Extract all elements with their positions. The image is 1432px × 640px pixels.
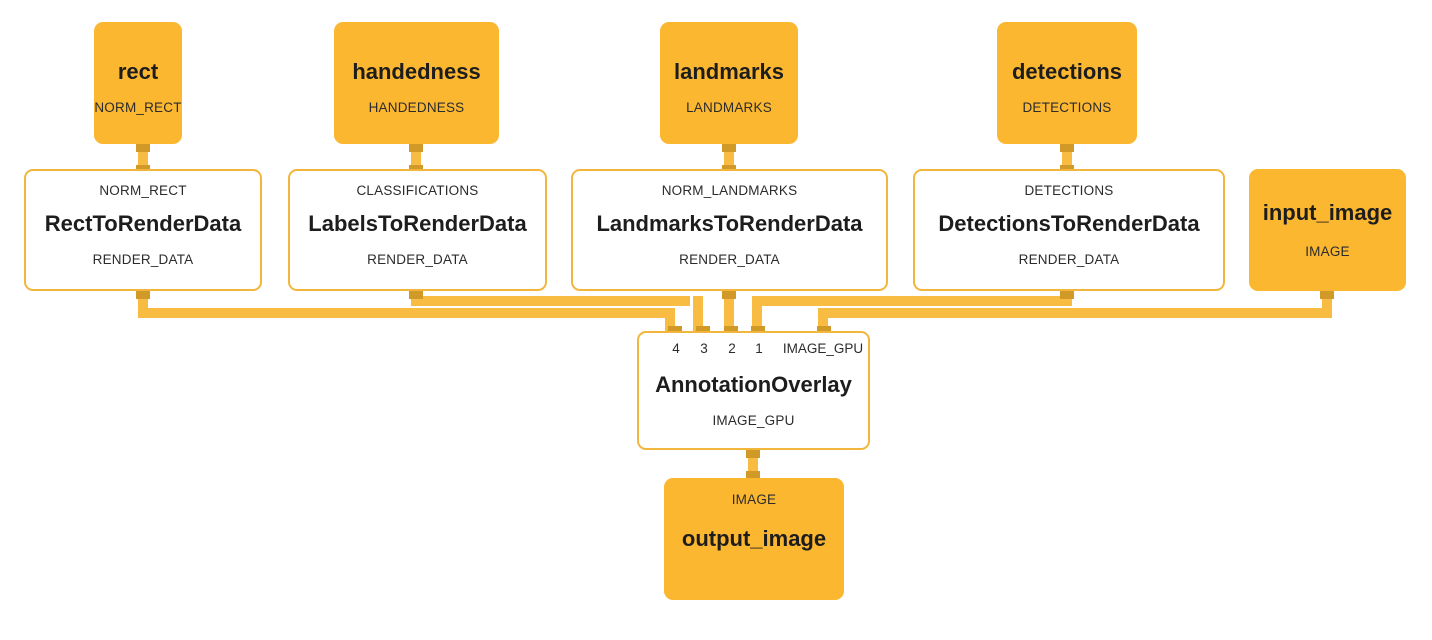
node-landmarks-title: landmarks [673,59,785,84]
node-annotationoverlay[interactable]: AnnotationOverlay IMAGE_GPU [637,331,870,450]
node-handedness-stream-label: HANDEDNESS [368,100,465,116]
wire-inputimage-seg-h [818,308,1332,318]
wire-landmarks-render-to-port2 [724,290,734,332]
node-annotationoverlay-output-label: IMAGE_GPU [712,413,795,429]
node-input-image-title: input_image [1262,200,1393,226]
node-labelstorenderdata-title: LabelsToRenderData [308,211,527,236]
node-recttorenderdata[interactable]: NORM_RECT RectToRenderData RENDER_DATA [24,169,262,291]
node-recttorenderdata-title: RectToRenderData [44,211,242,236]
wire-inputimage-seg-v2 [818,308,828,332]
wire-annotationoverlay-to-outputimage [748,450,758,485]
node-labelstorenderdata-input-label: CLASSIFICATIONS [356,183,479,198]
node-recttorenderdata-input-label: NORM_RECT [99,183,187,198]
wire-inputimage-seg-v1 [1322,290,1332,318]
wire-detections-render-seg-v2 [752,296,762,332]
annotationoverlay-input-label-3: 3 [700,341,708,356]
wire-labels-render-seg-v2 [693,296,703,332]
node-output-image-stream-label: IMAGE [731,492,777,507]
node-input-image-stream-label: IMAGE [1305,243,1350,259]
node-output-image-title: output_image [681,526,827,551]
node-detectionstorenderdata-output-label: RENDER_DATA [1018,252,1120,268]
node-landmarkstorenderdata-input-label: NORM_LANDMARKS [661,183,798,198]
node-annotationoverlay-title: AnnotationOverlay [655,372,852,397]
node-detections-stream-label: DETECTIONS [1022,100,1112,116]
node-landmarks[interactable]: landmarks LANDMARKS [660,22,798,144]
node-output-image[interactable]: IMAGE output_image [664,478,844,600]
annotationoverlay-input-label-2: 2 [728,341,736,356]
node-detectionstorenderdata[interactable]: DETECTIONS DetectionsToRenderData RENDER… [913,169,1225,291]
node-rect[interactable]: rect NORM_RECT [94,22,182,144]
node-landmarkstorenderdata-output-label: RENDER_DATA [679,252,780,268]
wire-rect-to-recttorenderdata [138,144,148,178]
wire-rect-render-seg-v1 [138,290,148,318]
node-detectionstorenderdata-title: DetectionsToRenderData [938,211,1200,236]
node-rect-stream-label: NORM_RECT [94,100,182,116]
wire-rect-render-seg-v2 [665,308,675,332]
node-labelstorenderdata[interactable]: CLASSIFICATIONS LabelsToRenderData RENDE… [288,169,547,291]
wire-rect-render-seg-h [138,308,675,318]
node-detectionstorenderdata-input-label: DETECTIONS [1024,183,1114,198]
node-handedness-title: handedness [352,59,481,84]
annotationoverlay-input-label-1: 1 [755,341,763,356]
node-labelstorenderdata-output-label: RENDER_DATA [367,252,468,268]
node-input-image[interactable]: input_image IMAGE [1249,169,1406,291]
node-landmarks-stream-label: LANDMARKS [686,100,772,116]
node-rect-title: rect [117,59,159,84]
wire-detections-render-seg-h [752,296,1072,306]
node-detections[interactable]: detections DETECTIONS [997,22,1137,144]
annotationoverlay-input-label-4: 4 [672,341,680,356]
wire-detections-to-detectionstorenderdata [1062,144,1072,178]
node-recttorenderdata-output-label: RENDER_DATA [92,252,194,268]
node-detections-title: detections [1011,59,1123,84]
node-handedness[interactable]: handedness HANDEDNESS [334,22,499,144]
wire-landmarks-to-landmarkstorenderdata [724,144,734,178]
node-landmarkstorenderdata[interactable]: NORM_LANDMARKS LandmarksToRenderData REN… [571,169,888,291]
wire-handedness-to-labelstorenderdata [411,144,421,178]
annotationoverlay-input-label-image-gpu: IMAGE_GPU [782,341,864,356]
wire-labels-render-seg-h [411,296,690,306]
node-landmarkstorenderdata-title: LandmarksToRenderData [596,211,863,236]
